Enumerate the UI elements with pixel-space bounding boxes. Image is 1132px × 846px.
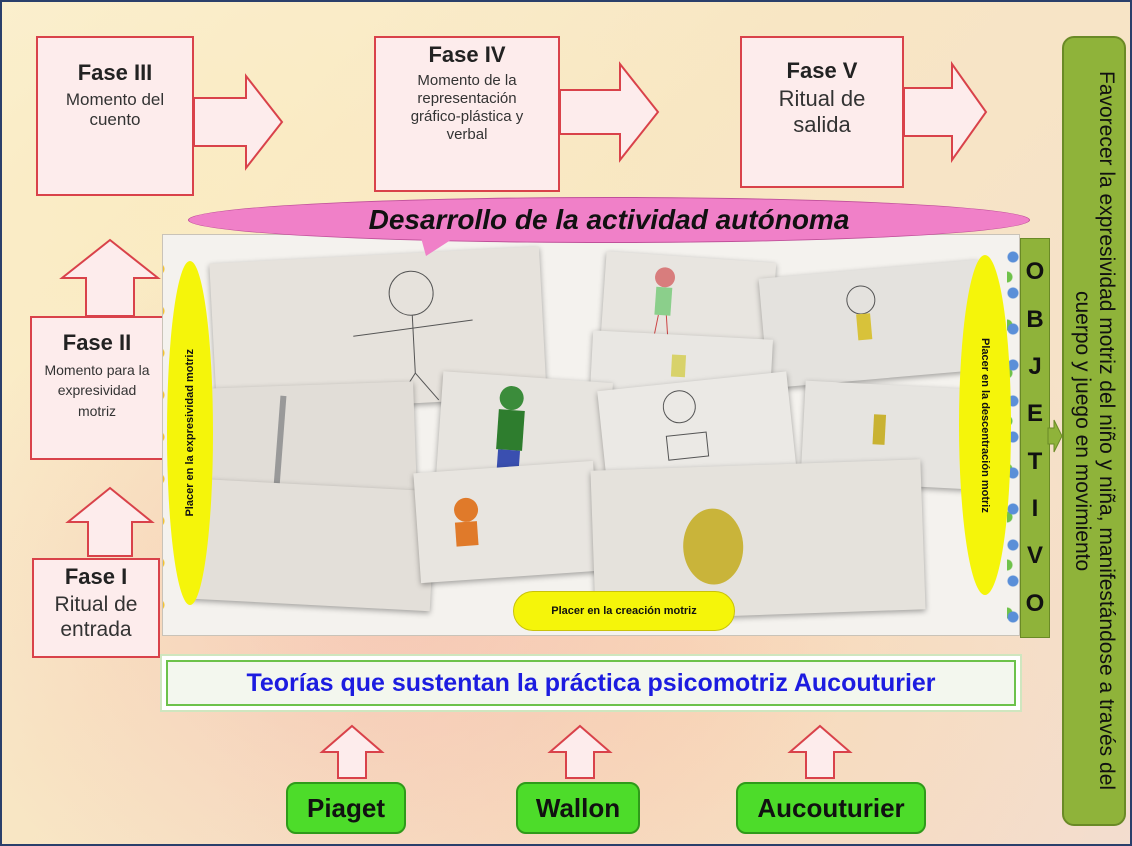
objetivo-arrow (1047, 419, 1063, 453)
objetivo-letter: J (1028, 352, 1042, 380)
fase-v-box: Fase V Ritual de salida (740, 36, 904, 188)
fase-ii-subtitle: Momento para la expresividad motriz (44, 362, 150, 419)
banner-text: Desarrollo de la actividad autónoma (368, 204, 850, 235)
arrow-up-wallon (547, 724, 613, 779)
fase-i-box: Fase I Ritual de entrada (32, 558, 160, 658)
objetivo-letter: T (1027, 447, 1043, 475)
objetivo-letter: V (1026, 542, 1043, 570)
bottom-label-text: Placer en la creación motriz (551, 605, 697, 617)
arrow-right-3 (903, 60, 988, 164)
fase-i-title: Fase I (64, 564, 128, 589)
fase-iii-box: Fase III Momento del cuento (36, 36, 194, 196)
fase-i-subtitle: Ritual de entrada (54, 593, 138, 642)
theories-bar: Teorías que sustentan la práctica psicom… (160, 654, 1022, 712)
fase-v-title: Fase V (786, 58, 858, 83)
left-label-text: Placer en la expresividad motriz (184, 349, 196, 517)
banner-pointer (420, 234, 460, 256)
autonomous-activity-banner: Desarrollo de la actividad autónoma (188, 197, 1030, 243)
theories-title: Teorías que sustentan la práctica psicom… (246, 668, 936, 697)
drawing-photo (800, 380, 976, 490)
drawing-photo (209, 246, 547, 414)
drawing-photo (190, 478, 436, 612)
left-yellow-label: Placer en la expresividad motriz (167, 261, 213, 605)
fase-iv-title: Fase IV (428, 42, 506, 67)
fase-iv-box: Fase IV Momento de la representación grá… (374, 36, 560, 192)
fase-ii-title: Fase II (62, 330, 132, 355)
objetivo-letter: E (1026, 400, 1043, 428)
objetivo-letter: O (1025, 258, 1045, 286)
drawing-photo (589, 330, 773, 420)
arrow-up-1 (65, 486, 155, 557)
author-piaget: Piaget (286, 782, 406, 834)
right-label-text: Placer en la descentración motriz (979, 337, 991, 513)
fase-iii-title: Fase III (77, 60, 153, 85)
objetivo-letter: O (1025, 589, 1045, 617)
arrow-right-1 (193, 73, 284, 171)
drawing-photo (590, 459, 926, 621)
objective-text: Favorecer la expresividad motriz del niñ… (1071, 71, 1119, 791)
bottom-cloud-label: Placer en la creación motriz (513, 591, 735, 631)
objetivo-letter: B (1026, 305, 1044, 333)
objetivo-letter: I (1031, 494, 1039, 522)
right-yellow-label: Placer en la descentración motriz (959, 255, 1011, 595)
drawing-photo (413, 460, 601, 584)
arrow-right-2 (559, 61, 660, 163)
objetivo-column: O B J E T I V O (1020, 238, 1050, 638)
arrow-up-2 (59, 238, 161, 317)
arrow-up-piaget (319, 724, 385, 779)
arrow-up-aucouturier (787, 724, 853, 779)
author-wallon: Wallon (516, 782, 640, 834)
author-aucouturier: Aucouturier (736, 782, 926, 834)
fase-v-subtitle: Ritual de salida (778, 86, 866, 138)
drawings-collage: Placer en la expresividad motriz Placer … (162, 234, 1020, 636)
objective-statement: Favorecer la expresividad motriz del niñ… (1062, 36, 1126, 826)
fase-iii-subtitle: Momento del cuento (65, 90, 165, 130)
theories-inner: Teorías que sustentan la práctica psicom… (166, 660, 1016, 706)
drawing-photo (758, 259, 988, 389)
drawing-photo (203, 381, 417, 499)
fase-ii-box: Fase II Momento para la expresividad mot… (30, 316, 164, 460)
drawing-photo (597, 371, 799, 511)
fase-iv-subtitle: Momento de la representación gráfico-plá… (410, 72, 524, 143)
